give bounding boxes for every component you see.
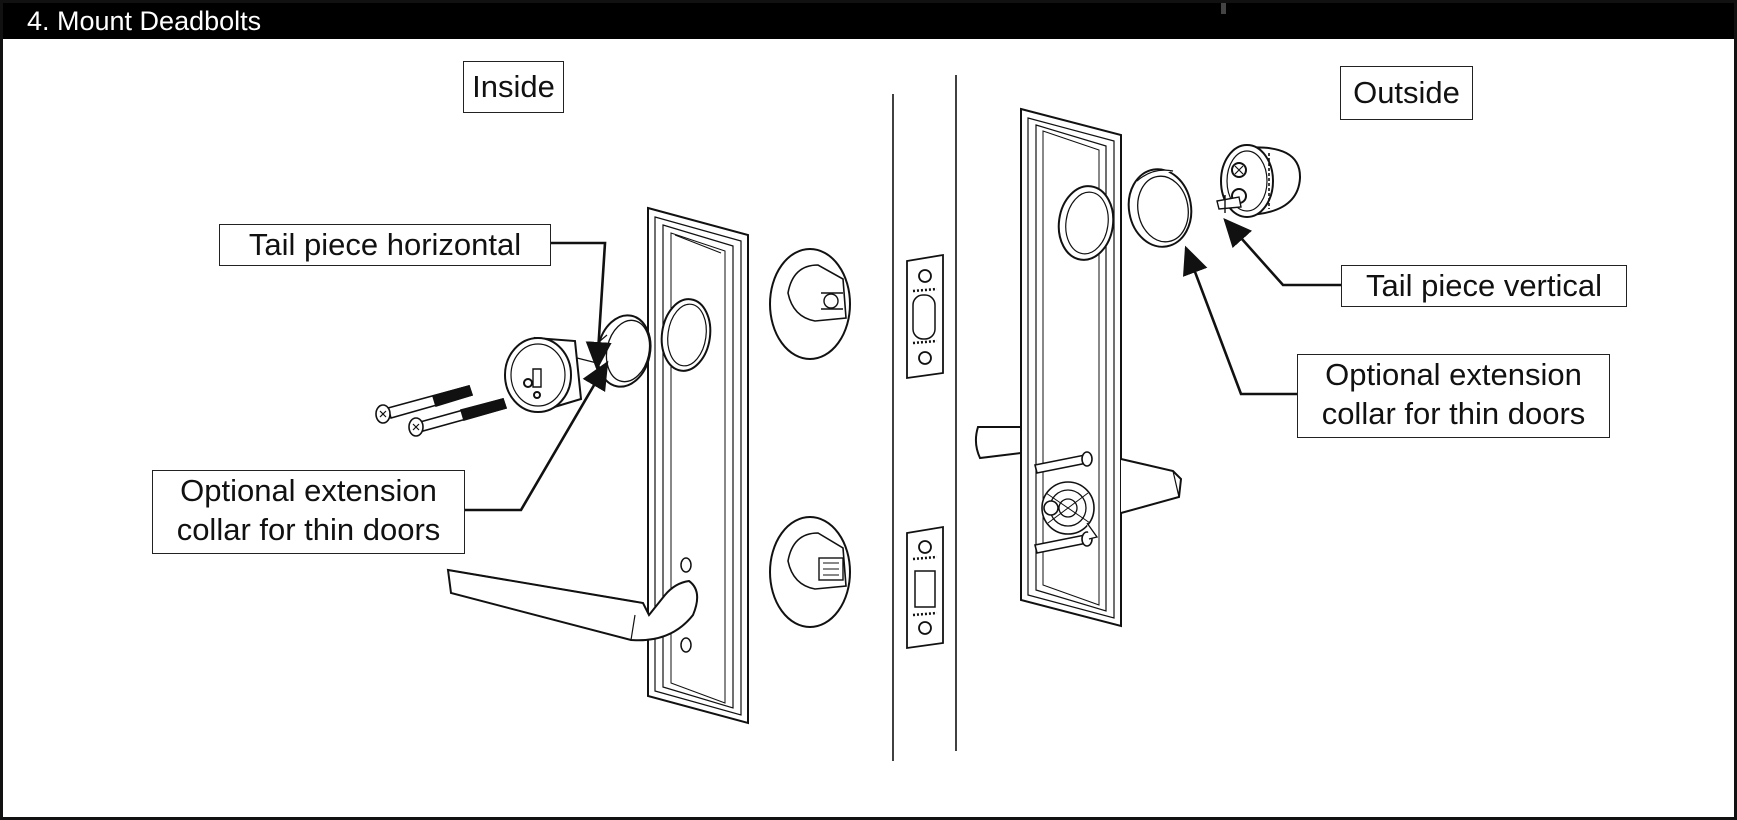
tail-piece-horizontal-label: Tail piece horizontal xyxy=(219,224,551,266)
inside-mounting-screws xyxy=(375,385,508,437)
deadbolt-strike-plate xyxy=(906,253,944,380)
leader-collar-outside xyxy=(1183,245,1298,396)
outside-lever-handle xyxy=(974,426,1183,514)
latch-strike-plate xyxy=(906,525,944,650)
outside-plate-cylinder-hole xyxy=(1057,185,1115,261)
leader-collar-inside xyxy=(464,360,609,512)
leader-tail-horizontal xyxy=(549,241,612,371)
outside-extension-collar xyxy=(1127,168,1193,248)
page-title: 4. Mount Deadbolts xyxy=(27,6,262,36)
inside-plate-screw-holes xyxy=(680,557,692,653)
leader-tail-vertical xyxy=(1223,218,1341,287)
outside-lock-mechanism xyxy=(1034,451,1099,554)
collar-outside-label: Optional extension collar for thin doors xyxy=(1297,354,1610,438)
collar-inside-label: Optional extension collar for thin doors xyxy=(152,470,465,554)
door-bore-hole-upper xyxy=(769,248,851,360)
leader-lines xyxy=(464,218,1341,512)
outside-lock-cylinder xyxy=(1216,144,1302,218)
inside-lock-cylinder xyxy=(504,336,598,413)
tail-piece-vertical-label: Tail piece vertical xyxy=(1341,265,1627,307)
title-bar: 4. Mount Deadbolts xyxy=(3,3,1734,39)
inside-escutcheon-plate xyxy=(647,206,749,725)
title-bar-tick xyxy=(1221,3,1226,14)
outside-label: Outside xyxy=(1340,66,1473,120)
door-edge xyxy=(892,75,957,761)
door-bore-hole-lower xyxy=(769,516,851,628)
inside-lever-handle xyxy=(446,568,699,642)
inside-label: Inside xyxy=(463,61,564,113)
inside-plate-cylinder-hole xyxy=(660,298,712,372)
deadbolt-diagram xyxy=(375,75,1341,761)
